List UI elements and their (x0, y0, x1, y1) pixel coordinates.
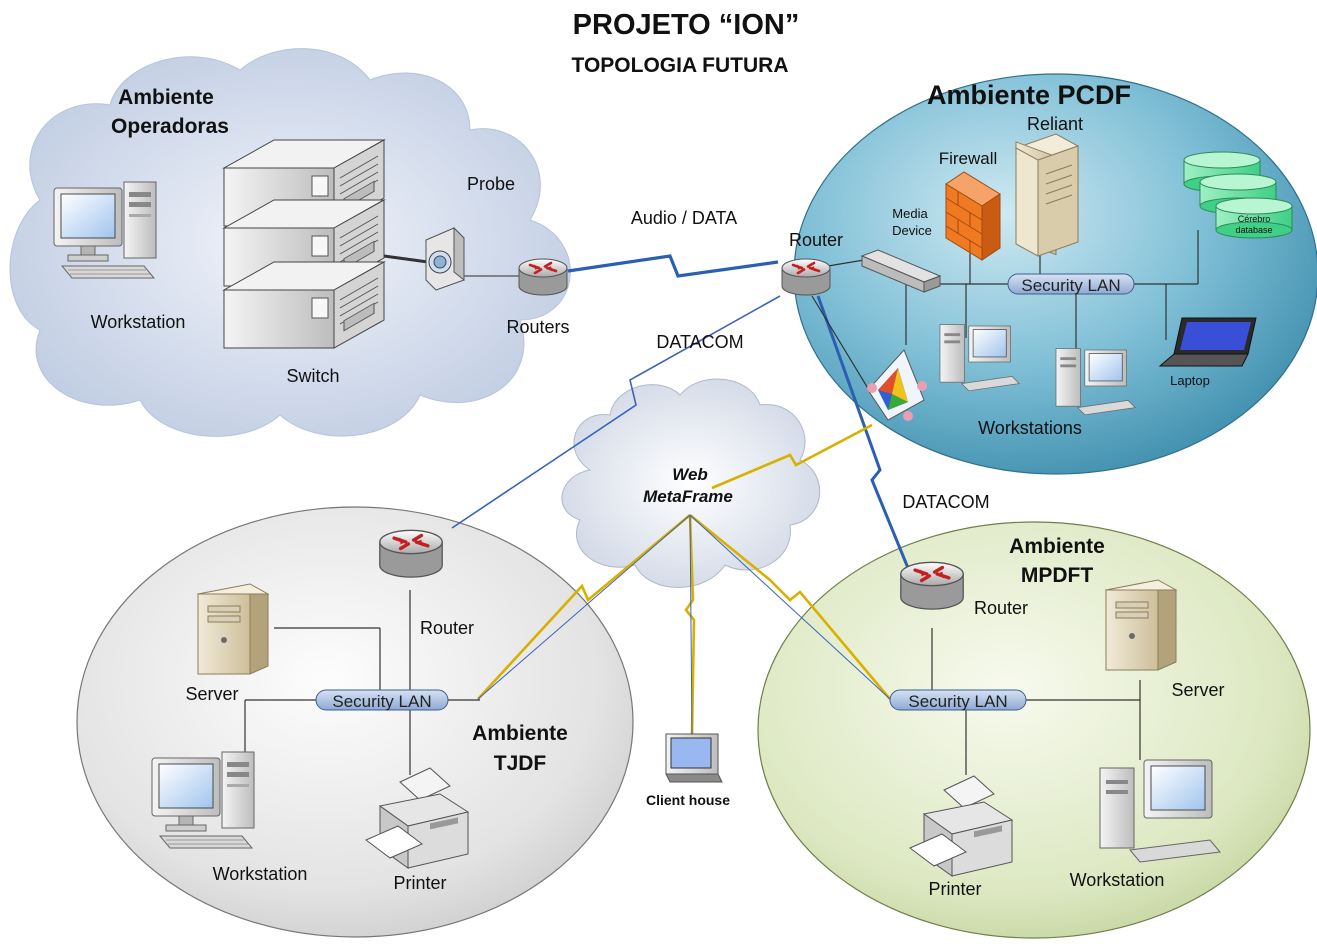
media-device-label-line1: Media (892, 206, 928, 221)
switch-probe-link (383, 254, 429, 264)
web-metaframe-label-line2: MetaFrame (643, 487, 733, 506)
web-links (477, 423, 891, 736)
media-device-icon (860, 249, 942, 293)
tjdf-workstation-label: Workstation (213, 864, 308, 884)
diagram-subtitle: TOPOLOGIA FUTURA (572, 54, 789, 77)
web-metaframe-label-line1: Web (672, 465, 708, 484)
pcdf-label: Ambiente PCDF (927, 80, 1131, 110)
client-house-icon (665, 733, 723, 783)
operadoras-workstation-label: Workstation (91, 312, 186, 332)
metaframe-gateway-icon (867, 349, 927, 421)
cerebro-database-label-line2: database (1235, 225, 1272, 235)
laptop-icon (1158, 317, 1257, 367)
switch-icon (223, 139, 385, 349)
pcdf-security-lan-label: Security LAN (1021, 276, 1120, 295)
laptop-label: Laptop (1170, 373, 1210, 388)
reliant-server-icon (1014, 133, 1080, 257)
firewall-label: Firewall (939, 149, 998, 168)
mpdft-server-icon (1105, 579, 1177, 671)
probe-icon (425, 226, 465, 291)
cerebro-database-label-line1: Cérebro (1238, 214, 1271, 224)
tjdf-security-lan-label: Security LAN (332, 692, 431, 711)
pcdf-router-label: Router (789, 230, 843, 250)
mpdft-printer-label: Printer (928, 879, 981, 899)
operadoras-router-icon (517, 257, 569, 297)
reliant-label: Reliant (1027, 114, 1083, 134)
cerebro-database-icon (1183, 151, 1293, 239)
web-metaframe-cloud (561, 378, 821, 588)
mpdft-security-lan-label: Security LAN (908, 692, 1007, 711)
pcdf-router-icon (780, 257, 832, 297)
web-link-shadows (477, 514, 891, 736)
tjdf-security-lan (315, 689, 449, 711)
pcdf-workstations-label: Workstations (978, 418, 1082, 438)
media-device-label-line2: Device (892, 223, 932, 238)
mpdft-server-label: Server (1171, 680, 1224, 700)
tjdf-label-line1: Ambiente (472, 722, 568, 745)
tjdf-printer-label: Printer (393, 873, 446, 893)
mpdft-label-line1: Ambiente (1009, 535, 1105, 558)
switch-label: Switch (286, 366, 339, 386)
operadoras-label-line1: Ambiente (118, 86, 214, 109)
audio-data-link-label: Audio / DATA (631, 208, 737, 228)
datacom-left-label: DATACOM (656, 332, 743, 352)
mpdft-security-lan (889, 689, 1027, 711)
tjdf-router-icon (378, 528, 444, 579)
tjdf-label-line2: TJDF (494, 752, 547, 775)
pcdf-workstation-icon-2 (1055, 348, 1136, 416)
tjdf-server-icon (197, 583, 269, 675)
pcdf-workstation-icon-1 (939, 324, 1020, 392)
mpdft-router-label: Router (974, 598, 1028, 618)
probe-label: Probe (467, 174, 515, 194)
audio-data-link (567, 254, 779, 278)
tjdf-router-label: Router (420, 618, 474, 638)
operadoras-label-line2: Operadoras (111, 115, 229, 138)
tjdf-server-label: Server (185, 684, 238, 704)
firewall-icon (945, 171, 1001, 261)
pcdf-security-lan (1007, 273, 1135, 295)
mpdft-label-line2: MPDFT (1021, 564, 1093, 587)
diagram-title: PROJETO “ION” (573, 9, 800, 41)
datacom-link-left (451, 295, 781, 529)
mpdft-router-icon (899, 560, 965, 611)
mpdft-workstation-label: Workstation (1070, 870, 1165, 890)
mpdft-workstation-icon (1099, 759, 1221, 863)
client-house-label: Client house (646, 792, 730, 808)
datacom-link-right (816, 295, 910, 569)
datacom-right-label: DATACOM (902, 492, 989, 512)
operadoras-routers-label: Routers (506, 317, 569, 337)
